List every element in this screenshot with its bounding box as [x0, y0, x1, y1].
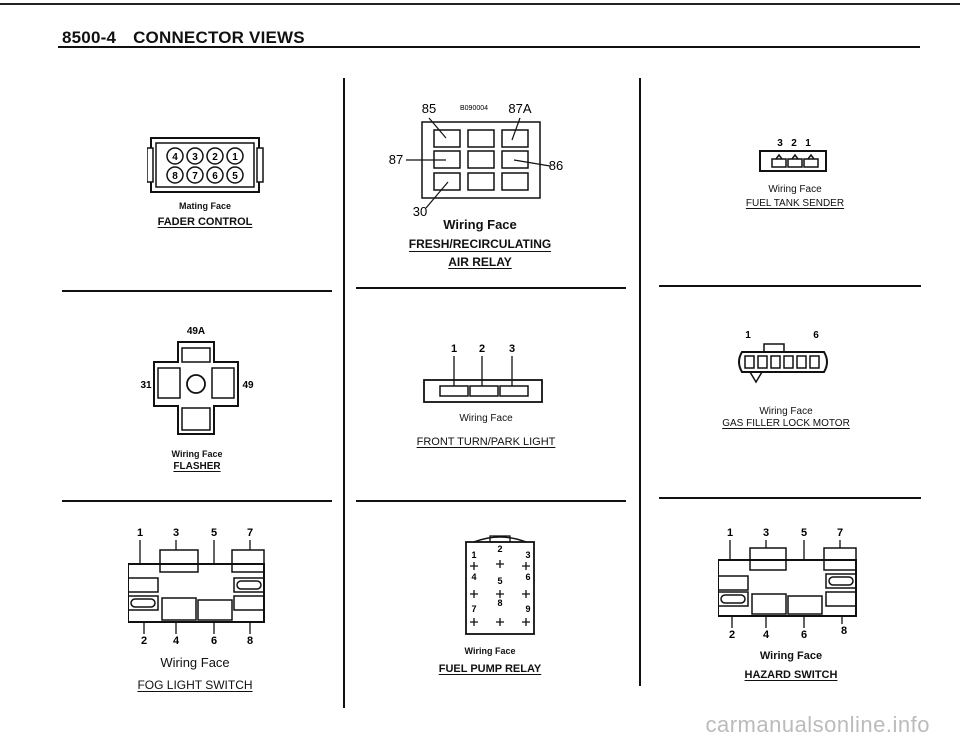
pin-label: 87A — [508, 101, 531, 116]
pin-label: 49A — [187, 326, 205, 337]
pin-label: 5 — [232, 171, 238, 182]
fuel-tank-sender-connector: 3 2 1 — [759, 138, 827, 172]
pin-label: 1 — [471, 550, 476, 560]
row-divider — [62, 500, 332, 502]
pin-label: 30 — [413, 204, 427, 219]
page-title: CONNECTOR VIEWS — [133, 28, 305, 47]
row-divider — [356, 287, 626, 289]
hazard-switch-connector: 1 3 5 7 2 4 6 8 — [718, 527, 857, 641]
face-label: Mating Face — [178, 201, 231, 211]
fog-light-switch-connector: 1 3 5 7 2 4 6 8 — [128, 527, 265, 647]
connector-title: GAS FILLER LOCK MOTOR — [722, 418, 850, 429]
face-label: Wiring Face — [464, 646, 516, 656]
top-border — [0, 3, 960, 5]
face-label: Wiring Face — [171, 449, 223, 459]
pin-label: 7 — [837, 527, 843, 539]
pin-label: 87 — [389, 152, 403, 167]
pin-label: 6 — [212, 171, 218, 182]
connector-title-line1: FRESH/RECIRCULATING — [408, 237, 552, 252]
pin-label: 86 — [549, 158, 563, 173]
face-label: Wiring Face — [768, 184, 822, 195]
pin-label: 7 — [192, 171, 198, 182]
pin-label: 4 — [471, 572, 476, 582]
fader-control-connector: 4 3 2 1 8 7 6 5 — [147, 137, 264, 193]
page-number: 8500-4 — [62, 28, 117, 47]
pin-label: 5 — [211, 527, 217, 539]
pin-label: 7 — [471, 604, 476, 614]
face-label: Wiring Face — [160, 655, 230, 670]
pin-label: 8 — [247, 635, 253, 647]
pin-label: 2 — [497, 544, 502, 554]
pin-label: 5 — [801, 527, 807, 539]
pin-label: 6 — [813, 330, 819, 341]
row-divider — [62, 290, 332, 292]
pin-label: 6 — [525, 572, 530, 582]
pin-label: 6 — [211, 635, 217, 647]
gas-filler-lock-connector: 1 6 — [738, 330, 828, 384]
pin-label: 1 — [727, 527, 733, 539]
pin-label: 2 — [479, 343, 485, 355]
page-header: 8500-4 CONNECTOR VIEWS — [62, 28, 305, 48]
pin-label: 8 — [841, 625, 847, 637]
flasher-connector: 49A 31 49 — [140, 326, 254, 435]
pin-label: 4 — [763, 629, 770, 641]
pin-label: 3 — [192, 152, 198, 163]
pin-label: 1 — [451, 343, 457, 355]
air-relay-connector: 85 87A 87 86 30 B090004 — [389, 101, 563, 219]
connector-title-line2: AIR RELAY — [448, 255, 512, 269]
turn-park-light-connector: 1 2 3 — [423, 343, 543, 403]
pin-label: 9 — [525, 604, 530, 614]
column-divider-left — [343, 78, 345, 708]
face-label: Wiring Face — [759, 406, 813, 417]
pin-label: 7 — [247, 527, 253, 539]
pin-label: 1 — [137, 527, 143, 539]
connector-title: FOG LIGHT SWITCH — [137, 678, 253, 692]
row-divider — [356, 500, 626, 502]
pin-label: 6 — [801, 629, 807, 641]
pin-label: 2 — [729, 629, 735, 641]
pin-label: 4 — [172, 152, 178, 163]
pin-label: 1 — [805, 138, 811, 149]
row-divider — [659, 285, 921, 287]
face-label: Wiring Face — [459, 413, 513, 424]
face-label: Wiring Face — [443, 217, 517, 232]
part-code: B090004 — [460, 105, 488, 112]
connector-title: FUEL PUMP RELAY — [438, 663, 542, 675]
pin-label: 3 — [509, 343, 515, 355]
fuel-pump-relay-connector: 1 2 3 4 5 6 7 8 9 — [465, 535, 535, 635]
connector-title: FLASHER — [173, 461, 221, 472]
pin-label: 1 — [745, 330, 751, 341]
pin-label: 8 — [172, 171, 178, 182]
connector-title: FRONT TURN/PARK LIGHT — [416, 436, 556, 448]
row-divider — [659, 497, 921, 499]
connector-title: FADER CONTROL — [157, 216, 253, 228]
pin-label: 85 — [422, 101, 436, 116]
pin-label: 3 — [173, 527, 179, 539]
pin-label: 49 — [242, 380, 254, 391]
face-label: Wiring Face — [759, 650, 823, 662]
pin-label: 31 — [140, 380, 152, 391]
pin-label: 3 — [777, 138, 783, 149]
pin-label: 3 — [763, 527, 769, 539]
pin-label: 5 — [497, 576, 502, 586]
pin-label: 2 — [212, 152, 218, 163]
header-rule — [58, 46, 920, 48]
pin-label: 1 — [232, 152, 238, 163]
watermark: carmanualsonline.info — [705, 712, 930, 737]
connector-title: HAZARD SWITCH — [744, 669, 838, 681]
pin-label: 2 — [141, 635, 147, 647]
connector-title: FUEL TANK SENDER — [745, 198, 845, 209]
pin-label: 3 — [525, 550, 530, 560]
pin-label: 2 — [791, 138, 797, 149]
pin-label: 8 — [497, 598, 502, 608]
pin-label: 4 — [173, 635, 180, 647]
column-divider-right — [639, 78, 641, 686]
